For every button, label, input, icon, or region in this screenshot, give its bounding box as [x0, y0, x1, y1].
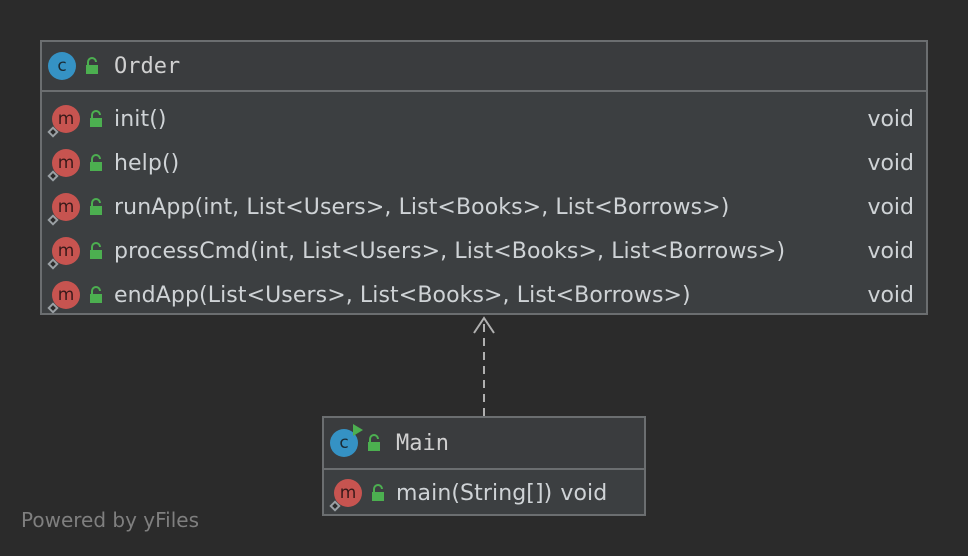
- unlocked-icon: [372, 484, 384, 501]
- class-icon-letter: c: [57, 56, 67, 76]
- method-return-type: void: [867, 194, 914, 220]
- method-signature: init(): [114, 106, 167, 132]
- method-signature: processCmd(int, List<Users>, List<Books>…: [114, 238, 786, 264]
- method-signature: main(String[]): [396, 480, 553, 506]
- method-row[interactable]: m endApp(List<Users>, List<Books>, List<…: [42, 273, 926, 317]
- method-signature: help(): [114, 150, 180, 176]
- unlocked-icon: [368, 434, 380, 451]
- class-icon-letter: c: [339, 433, 349, 453]
- method-return-type: void: [867, 150, 914, 176]
- unlocked-icon: [90, 198, 102, 215]
- class-icon: c: [330, 424, 363, 457]
- unlocked-icon: [90, 242, 102, 259]
- class-main[interactable]: c Main m main(String[]) void: [322, 416, 646, 516]
- method-return-type: void: [867, 282, 914, 308]
- class-name: Order: [114, 53, 181, 79]
- powered-by-label: Powered by yFiles: [21, 508, 199, 532]
- method-icon: m: [329, 479, 362, 512]
- method-signature: endApp(List<Users>, List<Books>, List<Bo…: [114, 282, 691, 308]
- class-header: c Order: [42, 42, 926, 92]
- method-icon: m: [47, 149, 80, 182]
- unlocked-icon: [90, 110, 102, 127]
- method-row[interactable]: m init() void: [42, 97, 926, 141]
- method-row[interactable]: m runApp(int, List<Users>, List<Books>, …: [42, 185, 926, 229]
- method-signature: runApp(int, List<Users>, List<Books>, Li…: [114, 194, 730, 220]
- run-arrow-icon: [353, 424, 363, 436]
- method-return-type: void: [560, 480, 608, 506]
- method-icon: m: [47, 105, 80, 138]
- class-order[interactable]: c Order m init() void m: [40, 40, 928, 315]
- class-icon: c: [48, 52, 76, 80]
- method-return-type: void: [867, 106, 914, 132]
- method-row[interactable]: m processCmd(int, List<Users>, List<Book…: [42, 229, 926, 273]
- method-row[interactable]: m help() void: [42, 141, 926, 185]
- unlocked-icon: [90, 154, 102, 171]
- member-list: m init() void m help() void m: [42, 92, 926, 317]
- unlocked-icon: [86, 57, 98, 74]
- method-icon: m: [47, 237, 80, 270]
- method-row[interactable]: m main(String[]) void: [324, 470, 644, 516]
- edge-arrowhead: [473, 316, 495, 334]
- method-icon: m: [47, 193, 80, 226]
- method-icon: m: [47, 281, 80, 314]
- method-return-type: void: [867, 238, 914, 264]
- class-header: c Main: [324, 418, 644, 470]
- unlocked-icon: [90, 286, 102, 303]
- class-name: Main: [396, 430, 449, 456]
